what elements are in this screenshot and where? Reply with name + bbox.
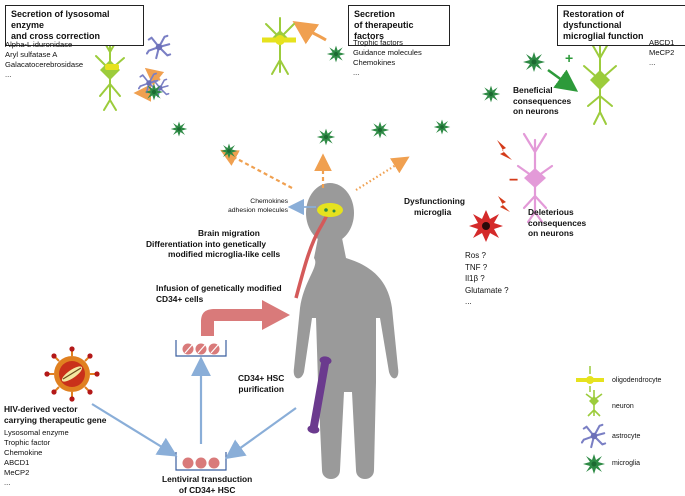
label-line: carrying therapeutic gene [4,414,107,425]
hiv-vector [44,346,100,402]
panel-therapeutic-title: Secretion of therapeutic factors [348,5,450,46]
infusion-label: Infusion of genetically modified CD34+ c… [156,283,282,304]
label-line: consequences [513,95,572,106]
list-item: TNF ? [465,262,488,272]
label-line: consequences [528,217,587,228]
legend-neuron-shape [585,390,603,417]
label-line: CD34+ HSC [238,373,285,383]
vector-title: HIV-derived vector carrying therapeutic … [4,404,106,425]
label-line: Deleterious [528,207,574,217]
list-item: ... [465,297,472,306]
label-line: Lentiviral transduction [162,474,253,484]
beneficial-label: Beneficial consequences on neurons [513,85,571,117]
list-item: MeCP2 [4,468,30,477]
label-line: Dysfunctioning [404,196,465,206]
label-line: Chemokines [250,198,289,205]
plus-sign: + [565,50,574,66]
list-item: Il1β ? [465,274,485,283]
label-line: microglia [414,206,452,217]
label-line: modified microglia-like cells [168,249,281,259]
list-item: ABCD1 [649,38,675,47]
legend-label-microglia: microglia [612,460,641,467]
restoration-list: ABCD1 MeCP2 ... [649,38,674,68]
lysosomal-list: Alpha-L iduronidase Aryl sulfatase A Gal… [5,40,83,80]
label-line: Infusion of genetically modified [156,283,282,293]
purification-label: CD34+ HSC purification [238,373,284,394]
dish-transduction [175,452,227,471]
lentiviral-label: Lentiviral transduction of CD34+ HSC [162,474,252,495]
panel-lysosomal-title: Secretion of lysosomal enzyme and cross … [5,5,144,46]
legend-oligodendrocyte-shape [576,366,604,392]
label-line: on neurons [513,106,559,116]
brain-migration-label: Brain migration Differentiation into gen… [146,228,280,260]
list-item: Ros ? [465,251,486,260]
list-item: Trophic factor [4,438,51,447]
panel-restoration-title: Restoration of dysfunctional microglial … [557,5,685,46]
label-line: Brain migration [198,228,260,238]
list-item: ... [649,58,656,67]
panel-title-line: of therapeutic factors [354,20,414,41]
list-item: ... [4,478,11,487]
list-item: Chemokine [4,448,43,457]
panel-title-line: Secretion [354,9,396,19]
legend-label-astrocyte: astrocyte [612,433,641,440]
dish-infusion [175,340,227,357]
human-silhouette [293,183,399,479]
list-item: Chemokines [353,58,396,67]
panel-title-line: Restoration of dysfunctional [563,9,625,30]
list-item: Lysosomal enzyme [4,428,69,437]
panel-title-line: and cross correction [11,31,101,41]
minus-sign: − [509,172,519,189]
label-line: Differentiation into genetically [146,238,267,249]
label-line: purification [238,383,284,394]
list-item: Guidance molecules [353,48,422,57]
vector-items-list: Lysosomal enzyme Trophic factor Chemokin… [4,428,69,488]
list-item: Trophic factors [353,38,403,47]
panel-title-line: microglial function [563,31,644,41]
deleterious-label: Deleterious consequences on neurons [528,207,586,239]
therapeutic-list: Trophic factors Guidance molecules Chemo… [353,38,422,78]
list-item: Aryl sulfatase A [5,50,58,59]
dysfunctioning-label: Dysfunctioning microglia [404,196,465,217]
list-item: Galacatocerebrosidase [5,60,84,69]
factors-list: Ros ? TNF ? Il1β ? Glutamate ? ... [465,250,509,308]
label-line: HIV-derived vector [4,404,78,414]
list-item: ... [353,68,360,77]
list-item: ABCD1 [4,458,30,467]
label-line: on neurons [528,228,574,238]
label-line: adhesion molecules [228,207,289,214]
list-item: MeCP2 [649,48,675,57]
chemokines-label: Chemokines adhesion molecules [228,197,288,215]
list-item: Glutamate ? [465,285,509,295]
legend-label-neuron: neuron [612,403,634,410]
legend-label-oligodendrocyte: oligodendrocyte [612,377,662,384]
list-item: Alpha-L iduronidase [5,40,73,49]
list-item: ... [5,70,12,79]
label-line: CD34+ cells [156,293,204,304]
label-line: of CD34+ HSC [178,484,236,495]
panel-title-line: Secretion of lysosomal enzyme [11,9,110,30]
label-line: Beneficial [513,85,553,95]
